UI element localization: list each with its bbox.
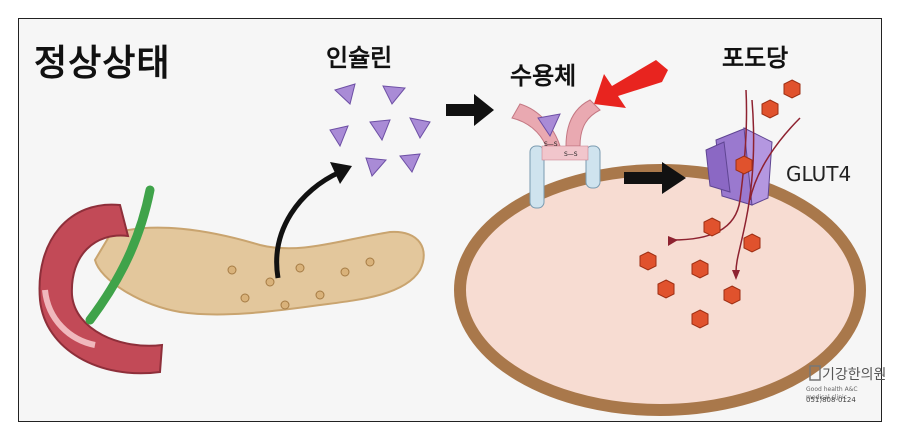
page-title: 정상상태 [34,43,171,84]
disulfide-label-1: S—S [544,141,558,148]
secretion-arrow [274,169,342,279]
logo-icon [809,365,821,381]
pancreas [93,226,425,316]
highlight-arrow [594,60,668,108]
receptor-label: 수용체 [510,62,577,90]
disulfide-label-2: S—S [564,151,578,158]
clinic-logo-phone: 051)808-0124 [806,396,856,404]
clinic-logo-name: 기강한의원 [822,367,887,383]
glut4-transporter [705,127,773,206]
glucose-paths [671,89,801,273]
bile-duct [85,185,155,325]
signal-arrow [624,162,686,194]
clinic-logo-subtitle: Good health A&C medical clinic [806,386,858,401]
glucose-label: 포도당 [722,44,789,72]
insulin-receptor [511,99,601,209]
insulin-label: 인슐린 [326,44,393,72]
pancreas-islets [227,257,375,310]
binding-arrow [446,94,494,126]
insulin-molecules [329,83,431,177]
glucose-molecules [639,79,801,329]
glut4-label: GLUT4 [786,162,852,186]
